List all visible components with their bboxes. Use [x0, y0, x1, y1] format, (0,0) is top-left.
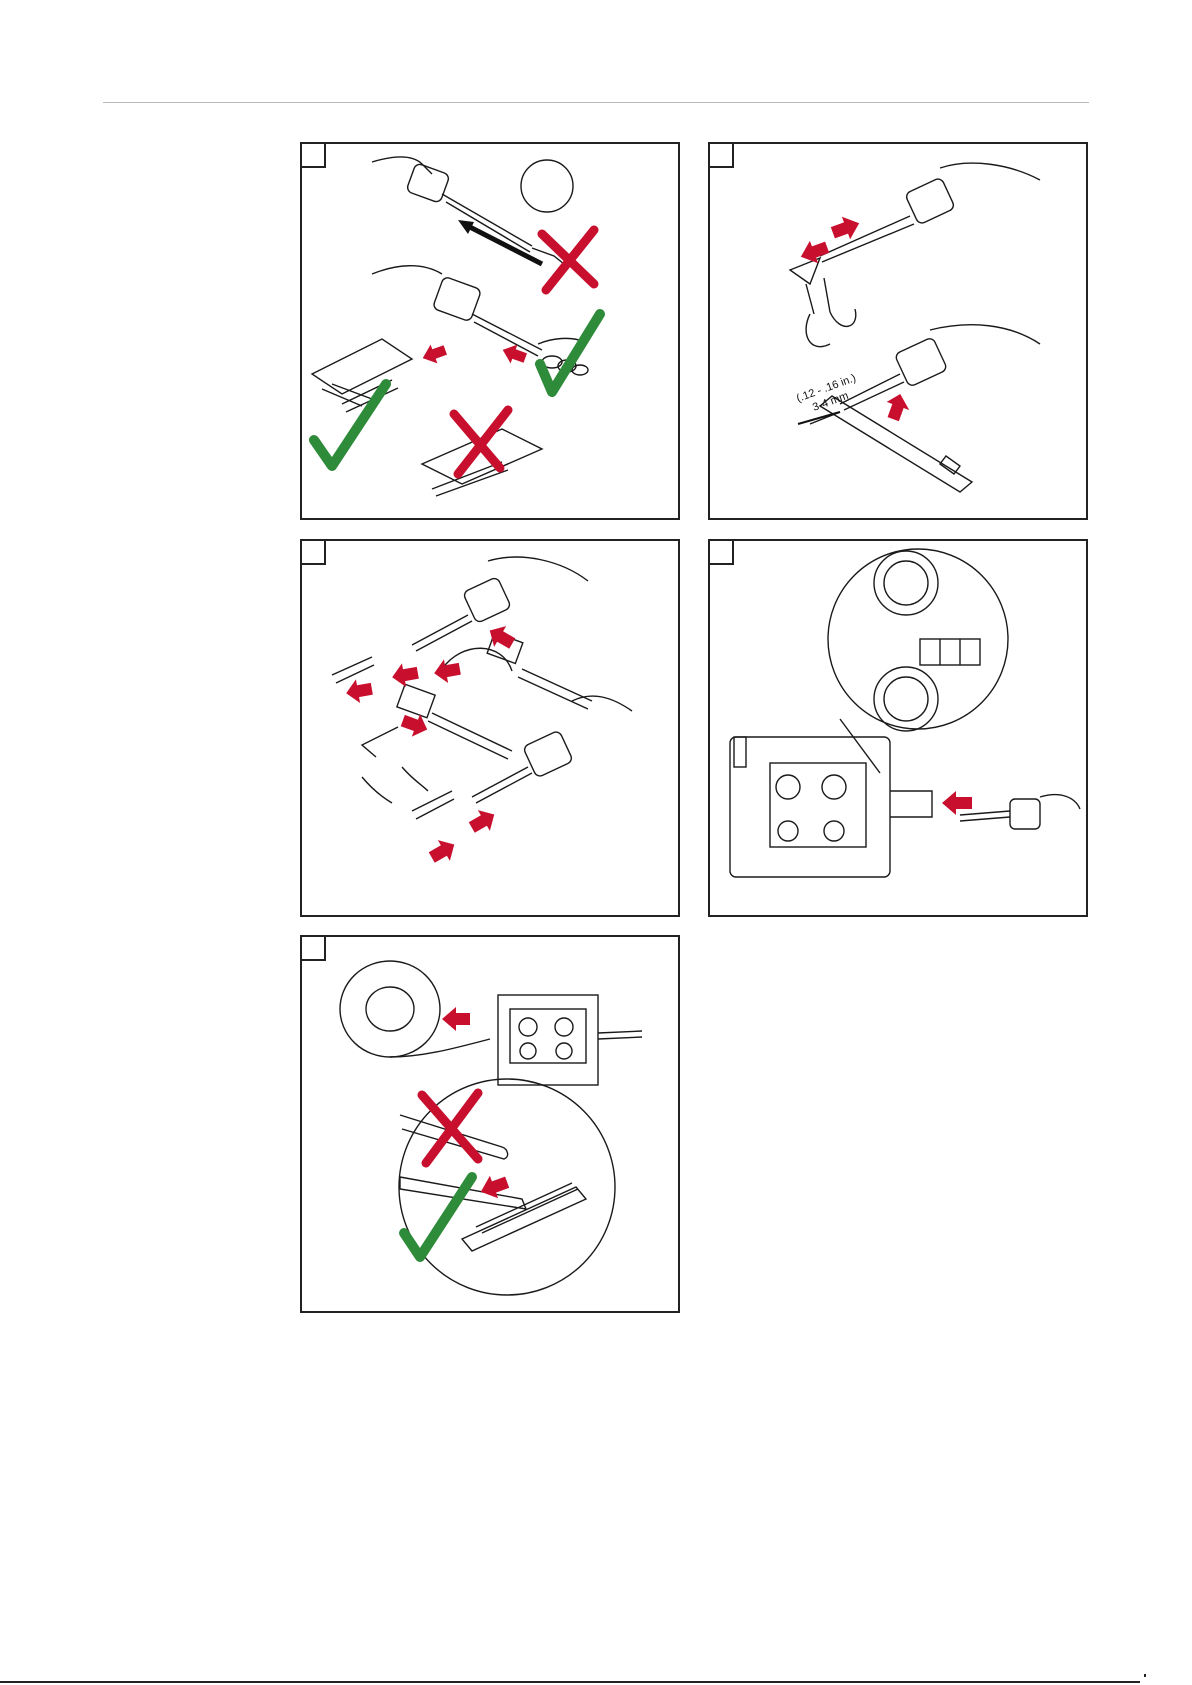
check-icon — [404, 1177, 472, 1257]
step-number-box — [710, 144, 734, 168]
arrow-icon — [466, 804, 501, 838]
arrow-icon — [344, 677, 374, 705]
arrow-icon — [942, 791, 972, 815]
arrow-icon — [477, 1171, 512, 1203]
step-number-box — [710, 541, 734, 565]
page-mark — [1144, 1674, 1146, 1677]
arrow-icon — [432, 657, 462, 685]
cross-icon — [454, 410, 508, 474]
arrow-icon — [419, 340, 448, 367]
cross-icon — [422, 1093, 478, 1163]
step-number-box — [302, 937, 326, 961]
arrow-icon — [797, 236, 832, 268]
step-panel-3 — [300, 539, 680, 917]
check-icon — [314, 384, 386, 466]
arrow-icon — [882, 391, 913, 424]
footer-rule — [0, 1681, 1140, 1683]
check-icon — [540, 314, 600, 392]
step-panel-2: (.12 - .16 in.) 3-4 mm — [708, 142, 1088, 520]
arrow-icon — [426, 834, 461, 868]
illustration-liner-assembly — [302, 541, 678, 915]
arrow-icon — [499, 340, 528, 367]
cross-icon — [542, 230, 594, 290]
illustration-liner-cut: (.12 - .16 in.) 3-4 mm — [710, 144, 1086, 518]
step-number-box — [302, 144, 326, 168]
step-panel-1 — [300, 142, 680, 520]
illustration-feeder-insert — [710, 541, 1086, 915]
header-rule — [103, 102, 1089, 103]
step-panel-5 — [300, 935, 680, 1313]
arrow-icon — [390, 661, 420, 689]
step-panel-4 — [708, 539, 1088, 917]
illustration-wire-insert — [302, 144, 678, 518]
arrow-icon — [442, 1007, 470, 1031]
step-number-box — [302, 541, 326, 565]
illustration-wire-deburr — [302, 937, 678, 1311]
